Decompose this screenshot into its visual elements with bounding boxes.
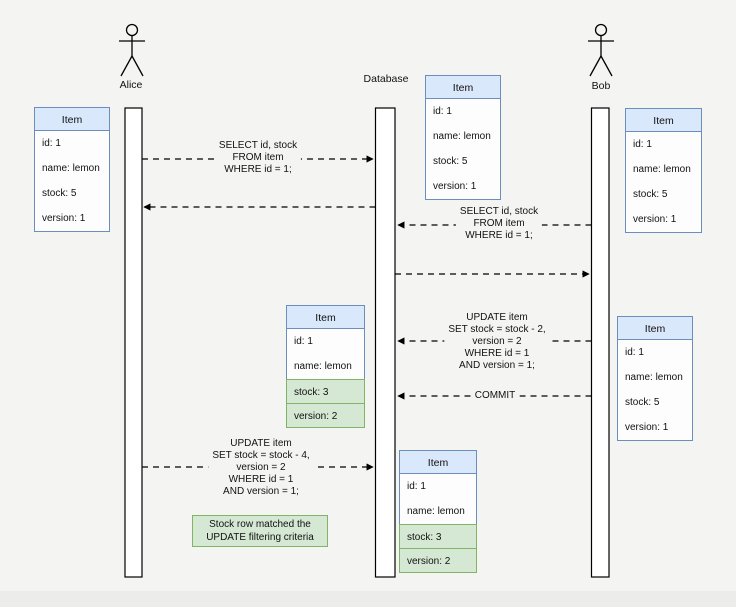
item-row: stock: 5 (625, 397, 660, 408)
item-row: name: lemon (407, 506, 465, 517)
actor-bob-icon (588, 23, 614, 77)
item-row-highlighted: version: 2 (286, 403, 365, 428)
item-box-title: Item (625, 108, 702, 132)
message-alice-update: UPDATE item SET stock = stock - 4, versi… (208, 437, 314, 499)
item-box-rows: id: 1 name: lemon stock: 5 version: 1 (625, 131, 702, 233)
item-row: id: 1 (633, 139, 652, 150)
message-bob-select: SELECT id, stock FROM item WHERE id = 1; (455, 205, 543, 243)
item-box-rows: id: 1 name: lemon stock: 5 version: 1 (425, 98, 501, 200)
item-row: version: 1 (633, 214, 677, 225)
item-row: stock: 5 (433, 156, 468, 167)
item-row: id: 1 (294, 336, 313, 347)
item-row: version: 1 (42, 213, 86, 224)
participant-database-label: Database (363, 73, 409, 85)
item-box-alice-initial: Item id: 1 name: lemon stock: 5 version: 1 (34, 107, 110, 232)
item-row: stock: 5 (633, 189, 668, 200)
note-stock-row-matched: Stock row matched the UPDATE filtering c… (192, 515, 328, 547)
item-row: id: 1 (625, 347, 644, 358)
item-box-title: Item (617, 316, 693, 340)
actor-bob-label: Bob (591, 80, 611, 92)
item-box-title: Item (286, 305, 365, 329)
item-row: name: lemon (294, 361, 352, 372)
message-bob-update: UPDATE item SET stock = stock - 2, versi… (444, 311, 550, 373)
item-box-database-initial: Item id: 1 name: lemon stock: 5 version: 1 (425, 75, 501, 200)
actor-alice-icon (119, 23, 145, 77)
item-row-highlighted: stock: 3 (399, 524, 477, 549)
item-row: id: 1 (407, 481, 426, 492)
item-box-rows: id: 1 name: lemon (399, 473, 477, 525)
message-bob-commit: COMMIT (470, 389, 520, 403)
actor-alice-label: Alice (119, 79, 143, 91)
item-row: name: lemon (633, 164, 691, 175)
item-row: stock: 5 (42, 188, 77, 199)
bob-lifeline-bar (590, 107, 610, 578)
item-box-title: Item (425, 75, 501, 99)
alice-lifeline-bar (124, 107, 143, 578)
item-row: version: 1 (433, 181, 477, 192)
item-box-rows: id: 1 name: lemon stock: 5 version: 1 (34, 130, 110, 232)
item-row: name: lemon (42, 163, 100, 174)
item-box-rows: id: 1 name: lemon (286, 328, 365, 380)
item-row: id: 1 (42, 138, 61, 149)
item-box-title: Item (399, 450, 477, 474)
item-box-bob-initial: Item id: 1 name: lemon stock: 5 version: 1 (625, 108, 702, 233)
item-row: id: 1 (433, 106, 452, 117)
item-row: version: 1 (625, 422, 669, 433)
database-lifeline-bar (374, 107, 396, 578)
item-row: name: lemon (433, 131, 491, 142)
item-box-rows: id: 1 name: lemon stock: 5 version: 1 (617, 339, 693, 441)
item-row: name: lemon (625, 372, 683, 383)
item-row-highlighted: stock: 3 (286, 379, 365, 404)
item-box-bob-after-commit: Item id: 1 name: lemon stock: 5 version: 1 (617, 316, 693, 441)
item-box-title: Item (34, 107, 110, 131)
message-alice-select: SELECT id, stock FROM item WHERE id = 1; (214, 139, 302, 177)
item-row-highlighted: version: 2 (399, 548, 477, 573)
